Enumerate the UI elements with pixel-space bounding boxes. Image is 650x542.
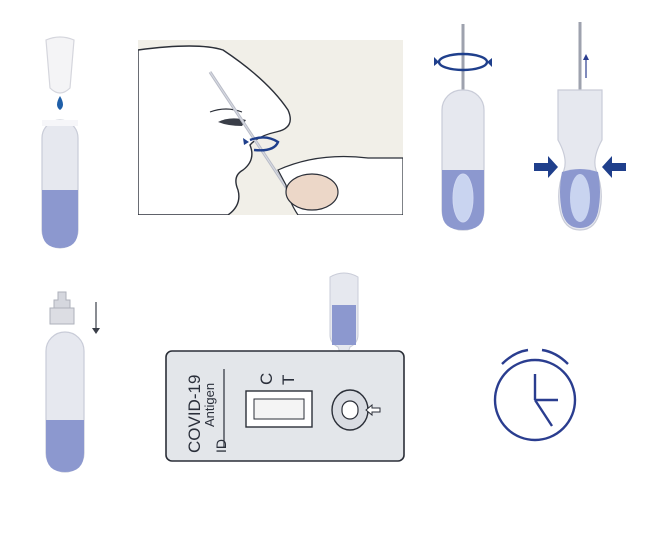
test-cassette-icon: COVID-19 Antigen ID C T xyxy=(165,272,405,462)
nasal-swab-icon xyxy=(138,40,403,215)
dropper-icon xyxy=(41,36,79,249)
step-squeeze-tube-panel xyxy=(530,20,630,240)
cassette-subtitle: Antigen xyxy=(202,383,217,427)
cassette-title: COVID-19 xyxy=(185,375,204,453)
control-line-label: C xyxy=(257,373,276,385)
step-timer-panel xyxy=(480,340,590,450)
step-test-cassette-panel: COVID-19 Antigen ID C T xyxy=(160,265,410,470)
test-line-label: T xyxy=(279,375,298,385)
step-cap-tube-panel xyxy=(36,290,106,480)
cap-tube-icon xyxy=(45,291,100,473)
cassette-id-label: ID xyxy=(213,439,229,453)
step-rotate-swab-panel xyxy=(428,20,498,240)
clock-icon xyxy=(493,348,577,442)
step-nasal-swab-panel xyxy=(138,40,403,215)
squeeze-tube-icon xyxy=(534,22,626,231)
rotate-swab-icon xyxy=(434,24,492,231)
step-dropper-panel xyxy=(30,30,90,260)
